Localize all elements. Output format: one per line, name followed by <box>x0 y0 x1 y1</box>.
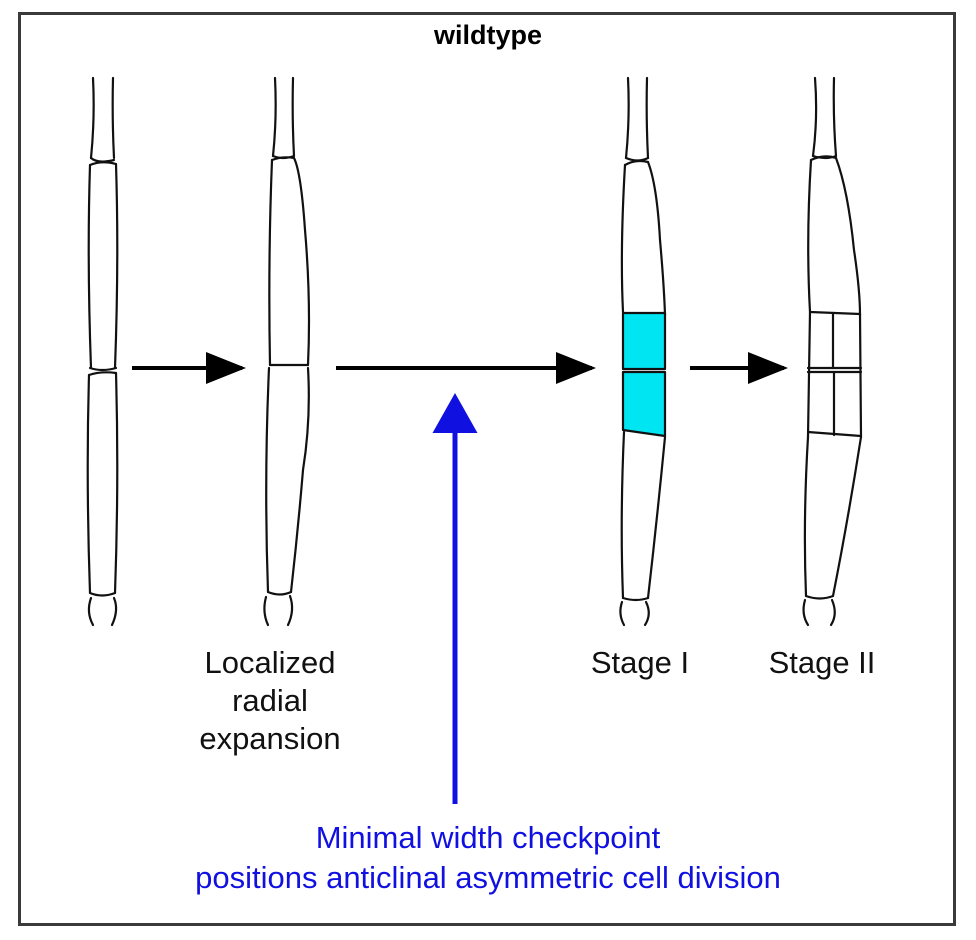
label-stage-1: Stage I <box>590 645 690 680</box>
cell-file-stage2 <box>802 76 863 627</box>
label-line: radial <box>232 683 308 718</box>
label-stage-2: Stage II <box>768 645 876 680</box>
label-line: expansion <box>199 721 341 756</box>
checkpoint-line-2: positions anticlinal asymmetric cell div… <box>195 860 781 895</box>
label-line: Localized <box>204 645 336 680</box>
cell-file-expanded <box>263 76 311 627</box>
checkpoint-line-1: Minimal width checkpoint <box>315 820 661 855</box>
cell-file-unexpanded <box>86 76 119 627</box>
figure-title: wildtype <box>433 20 542 50</box>
cell-file-stage1 <box>619 76 667 627</box>
figure-frame <box>18 12 956 926</box>
label-localized-radial-expansion: Localized radial expansion <box>160 644 380 758</box>
